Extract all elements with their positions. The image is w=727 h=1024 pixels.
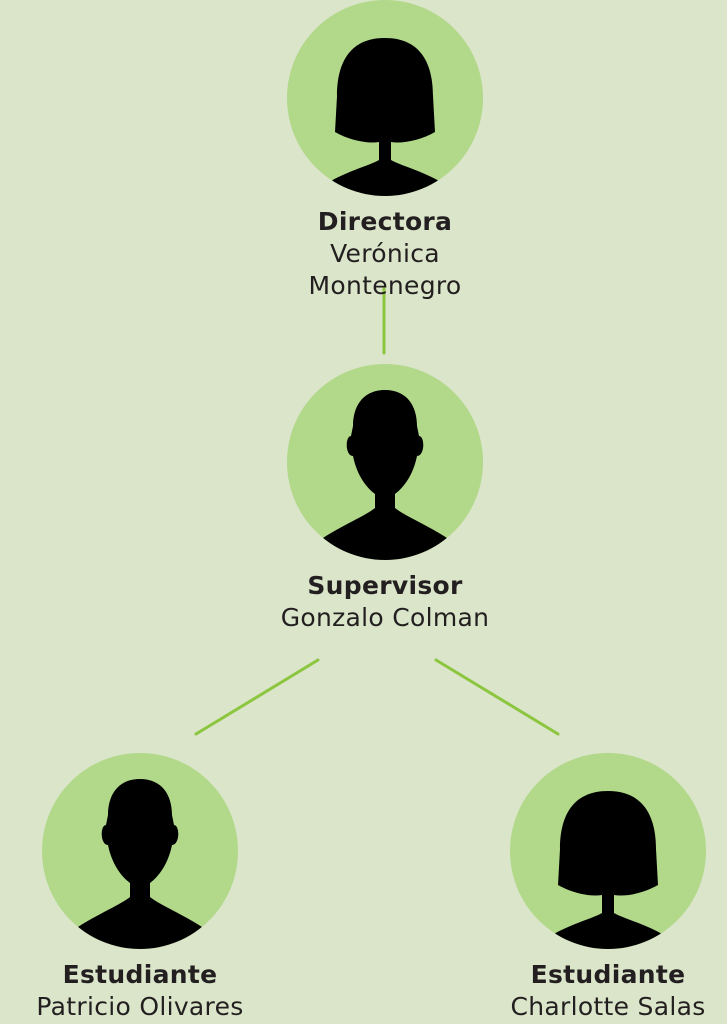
woman-silhouette-icon <box>323 38 447 196</box>
node-role: Estudiante <box>530 960 686 989</box>
node-role: Directora <box>317 207 453 236</box>
connector-supervisor-estudiante-right <box>434 658 560 736</box>
connector-supervisor-estudiante-left <box>194 658 320 736</box>
node-role: Estudiante <box>62 960 218 989</box>
node-person-name: Gonzalo Colman <box>280 603 490 632</box>
node-person-name: Verónica Montenegro <box>308 239 462 300</box>
man-silhouette-icon <box>78 779 202 949</box>
node-person-name: Patricio Olivares <box>36 992 244 1021</box>
woman-silhouette-icon <box>546 791 670 949</box>
node-person-name: Charlotte Salas <box>510 992 706 1021</box>
avatar <box>510 753 706 949</box>
node-role: Supervisor <box>307 571 463 600</box>
org-node-directora: Directora Verónica Montenegro <box>255 0 515 302</box>
man-silhouette-icon <box>323 390 447 560</box>
avatar <box>287 0 483 196</box>
org-node-supervisor: Supervisor Gonzalo Colman <box>255 364 515 634</box>
avatar <box>287 364 483 560</box>
avatar <box>42 753 238 949</box>
org-node-estudiante-left: Estudiante Patricio Olivares <box>10 753 270 1023</box>
org-node-estudiante-right: Estudiante Charlotte Salas <box>478 753 727 1023</box>
